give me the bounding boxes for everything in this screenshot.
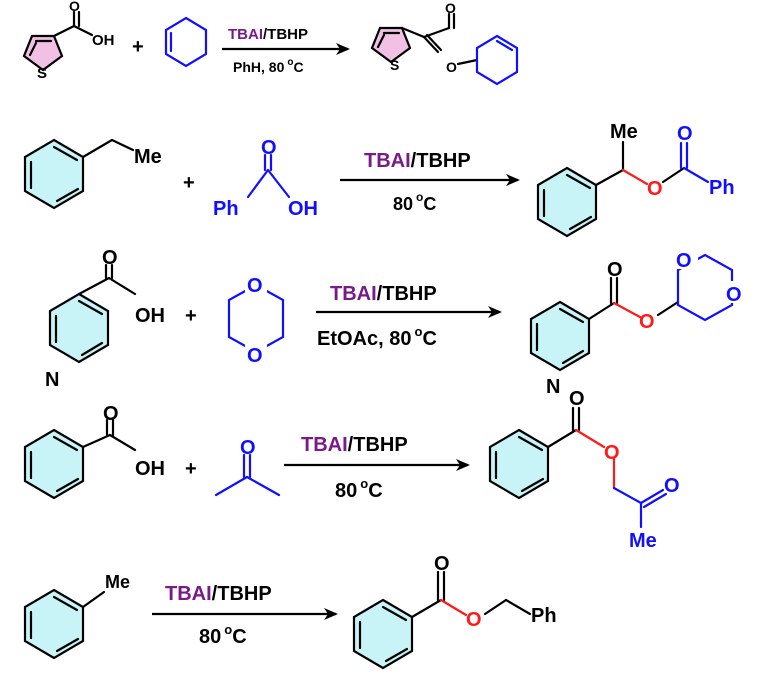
- carbonyl-oxygen-label: O: [434, 553, 450, 575]
- cyclohexene: [164, 16, 208, 68]
- plus-sign: +: [132, 36, 144, 58]
- plus-sign: +: [185, 305, 197, 327]
- carbonyl-oxygen-label: O: [103, 403, 119, 425]
- methyl-label: Me: [105, 572, 130, 592]
- hydroxyl-label: OH: [288, 198, 318, 220]
- dioxane-oxygen-bottom-label: O: [726, 284, 742, 306]
- sulfur-label: S: [37, 65, 47, 82]
- phenyl-label: Ph: [531, 605, 557, 627]
- hydroxyl-label: OH: [135, 305, 165, 327]
- reagent-label: TBAI/TBHP: [165, 583, 272, 605]
- carbonyl-oxygen-label: O: [607, 259, 623, 281]
- hydroxyl-label: OH: [92, 32, 115, 49]
- reagent-label: TBAI/TBHP: [364, 150, 471, 172]
- product-1: S O O: [370, 0, 519, 86]
- carbonyl-oxygen-label: O: [261, 137, 277, 159]
- product-3: O O N O O: [529, 247, 747, 398]
- acetone: O: [214, 437, 281, 497]
- ethylbenzene: Me: [23, 138, 162, 210]
- pyridine-nitrogen-label: N: [546, 376, 560, 398]
- dioxane-oxygen-top-label: O: [676, 250, 692, 272]
- phenyl-label: Ph: [213, 198, 239, 220]
- dioxane: O O: [227, 272, 285, 367]
- ester-oxygen-label: O: [647, 178, 663, 200]
- product-4: O O O Me: [488, 388, 680, 552]
- ester-oxygen-label: O: [604, 442, 620, 464]
- carbonyl-oxygen-label: O: [69, 0, 80, 14]
- benzoic-acid-blue: O Ph OH: [213, 137, 318, 220]
- ester-oxygen-label: O: [466, 609, 482, 631]
- carbonyl-oxygen-label: O: [102, 247, 118, 269]
- product-2: Me O O Ph: [536, 121, 735, 238]
- thiophene-carboxylic-acid: S O OH: [22, 0, 115, 82]
- reagent-label: TBAI/TBHP: [228, 26, 308, 43]
- nicotinic-acid: O OH N: [45, 247, 165, 391]
- carbonyl-oxygen-label: O: [445, 0, 456, 16]
- methyl-label: Me: [134, 146, 162, 168]
- ester-oxygen-label: O: [639, 311, 655, 333]
- methyl-label: Me: [629, 530, 657, 552]
- reagent-label: TBAI/TBHP: [301, 434, 408, 456]
- sulfur-label: S: [390, 57, 399, 73]
- toluene: Me: [23, 572, 130, 660]
- methyl-label: Me: [610, 121, 638, 143]
- product-5: O O Ph: [352, 553, 557, 670]
- pyridine-nitrogen-label: N: [45, 369, 59, 391]
- ester-oxygen-label: O: [446, 59, 457, 75]
- plus-sign: +: [185, 458, 197, 480]
- benzoic-acid: O OH: [23, 403, 165, 500]
- carbonyl-oxygen-label: O: [677, 123, 693, 145]
- ketone-oxygen-label: O: [664, 475, 680, 497]
- plus-sign: +: [183, 172, 195, 194]
- phenyl-label: Ph: [709, 177, 735, 199]
- dioxane-oxygen-bottom-label: O: [247, 345, 263, 367]
- hydroxyl-label: OH: [135, 458, 165, 480]
- carbonyl-oxygen-label: O: [569, 388, 585, 410]
- acetone-oxygen-label: O: [240, 437, 256, 459]
- reagent-label: TBAI/TBHP: [330, 283, 437, 305]
- dioxane-oxygen-top-label: O: [247, 275, 263, 297]
